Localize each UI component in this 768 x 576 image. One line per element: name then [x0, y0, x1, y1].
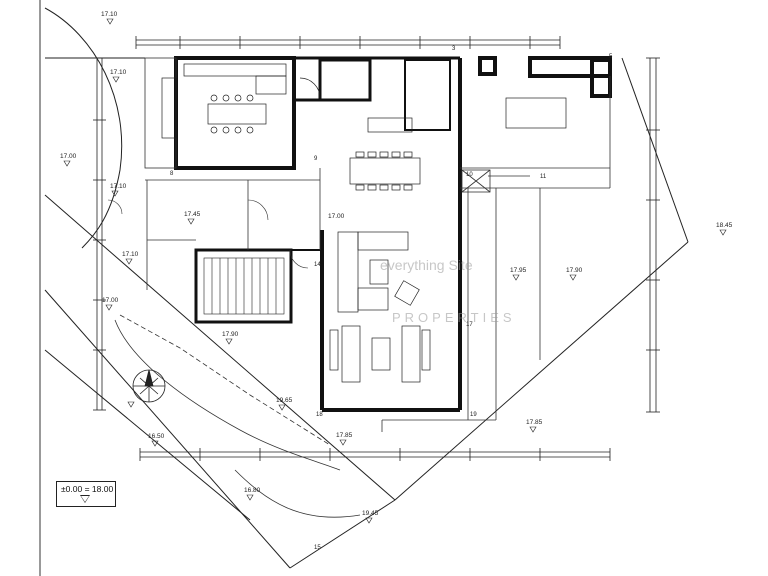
- level-label: 18.45: [716, 222, 733, 229]
- level-label: 16.80: [244, 487, 261, 494]
- door-swings: [107, 199, 309, 269]
- level-label: 17.45: [184, 211, 201, 218]
- building-walls: [174, 56, 612, 412]
- level-label: 19.45: [362, 510, 379, 517]
- dining-table: [349, 151, 421, 191]
- kitchen-furniture: [161, 63, 413, 139]
- grid-number: 18: [316, 412, 323, 418]
- level-label: 17.00: [328, 213, 345, 220]
- level-label: 17.95: [510, 267, 527, 274]
- staircase: [203, 257, 285, 315]
- grid-number: 5: [609, 54, 613, 60]
- level-label: 17.90: [566, 267, 583, 274]
- north-arrow: [132, 369, 166, 403]
- driveway: [114, 314, 361, 518]
- living-furniture: [329, 231, 431, 383]
- level-label: 17.85: [526, 419, 543, 426]
- level-label: 17.10: [110, 183, 127, 190]
- level-label: 16.50: [148, 433, 165, 440]
- interior-lines: [144, 57, 611, 432]
- datum-text: ±0.00 = 18.00: [61, 484, 114, 494]
- level-label: 17.10: [101, 11, 118, 18]
- datum-legend: ±0.00 = 18.00: [56, 481, 116, 507]
- grid-number: 3: [452, 46, 456, 52]
- level-label: 17.85: [336, 432, 353, 439]
- grid-axis-numbers: 3 5 8 9 10 11 14 17 18 19 15: [170, 46, 613, 551]
- top-dimension-line: [135, 36, 561, 49]
- level-label: 17.00: [60, 153, 77, 160]
- grid-number: 19: [470, 412, 477, 418]
- grid-number: 14: [314, 262, 321, 268]
- grid-number: 8: [170, 171, 174, 177]
- grid-number: 9: [314, 156, 318, 162]
- grid-number: 10: [466, 172, 473, 178]
- watermark-line2: PROPERTIES: [392, 310, 516, 325]
- grid-number: 17: [466, 322, 473, 328]
- property-boundary: [44, 7, 689, 569]
- grid-number: 11: [540, 174, 547, 180]
- level-label: 17.90: [222, 331, 239, 338]
- level-label: 17.10: [110, 69, 127, 76]
- bottom-dimension-line: [139, 448, 611, 461]
- level-markers: 17.10 17.00 17.10 17.10 17.10 17.00 17.4…: [60, 11, 733, 524]
- patio-table: [505, 97, 567, 129]
- level-triangle-icon: [80, 495, 90, 503]
- grid-number: 15: [314, 545, 321, 551]
- level-label: 17.10: [122, 251, 139, 258]
- watermark: everything Site PROPERTIES: [380, 257, 516, 325]
- level-label: 17.00: [102, 297, 119, 304]
- watermark-line1: everything Site: [380, 257, 473, 273]
- right-dimension-line: [646, 57, 660, 413]
- level-label: 19.65: [276, 397, 293, 404]
